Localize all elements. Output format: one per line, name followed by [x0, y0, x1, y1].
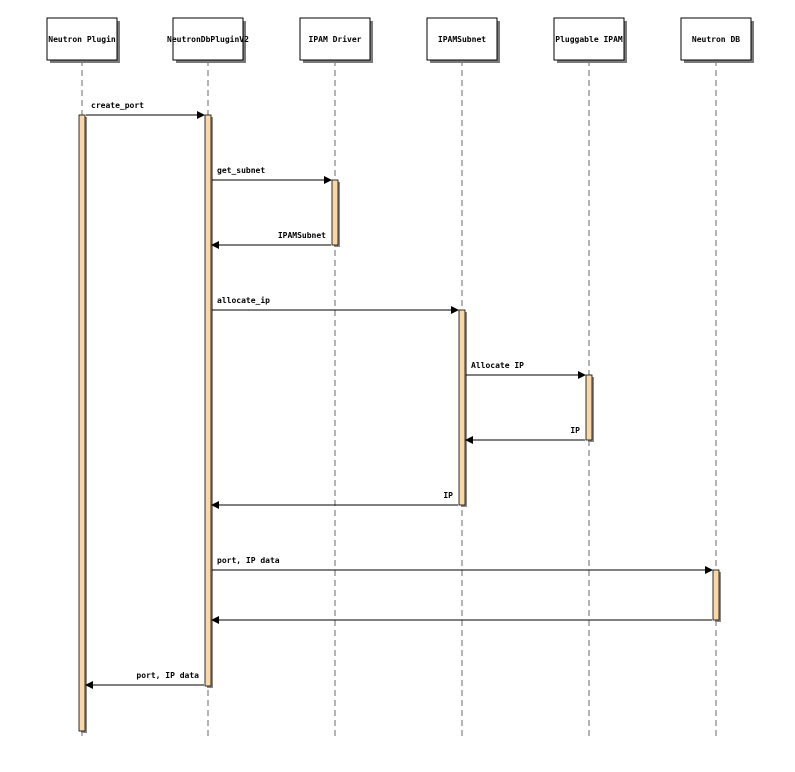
activation-neutron-plugin: [78, 114, 86, 732]
participant-ipam-driver: IPAM Driver: [299, 17, 373, 63]
message-3: allocate_ip: [212, 295, 459, 314]
message-label: Allocate IP: [471, 361, 524, 370]
participant-neutron-db-plugin-v2: NeutronDbPluginV2: [167, 17, 249, 63]
participant-box: [426, 17, 498, 61]
participant-box: [299, 17, 371, 61]
message-label: allocate_ip: [217, 295, 270, 305]
message-label: port, IP data: [217, 556, 280, 565]
participant-neutron-db: Neutron DB: [680, 17, 754, 63]
participant-pluggable-ipam: Pluggable IPAM: [553, 17, 627, 63]
participant-neutron-plugin: Neutron Plugin: [46, 17, 120, 63]
message-0: create_port: [86, 101, 205, 119]
participant-label: Neutron DB: [692, 35, 740, 44]
message-2: IPAMSubnet: [211, 231, 331, 249]
message-5: IP: [465, 426, 585, 444]
message-9: port, IP data: [85, 671, 204, 689]
participant-box: [553, 17, 625, 61]
activation-neutron-db-plugin-v2: [204, 114, 212, 687]
message-label: IPAMSubnet: [278, 231, 326, 240]
activation-ipam-subnet: [458, 309, 466, 506]
participant-label: Pluggable IPAM: [555, 35, 623, 44]
participant-label: IPAM Driver: [309, 34, 362, 44]
participant-box: [172, 17, 244, 61]
activation-ipam-driver: [331, 179, 339, 246]
activations: [78, 114, 721, 733]
participant-box: [46, 17, 118, 61]
message-label: get_subnet: [217, 166, 265, 175]
participant-ipam-subnet: IPAMSubnet: [426, 17, 500, 63]
message-label: IP: [570, 426, 580, 435]
message-7: port, IP data: [212, 556, 713, 574]
activation-pluggable-ipam: [585, 374, 593, 441]
participant-box: [680, 17, 752, 61]
message-label: IP: [443, 491, 453, 500]
lifelines: [81, 60, 717, 740]
participant-label: Neutron Plugin: [48, 34, 116, 44]
participant-label: IPAMSubnet: [438, 35, 486, 44]
message-1: get_subnet: [212, 166, 332, 184]
participants: Neutron Plugin NeutronDbPluginV2 IPAM Driv…: [46, 17, 754, 63]
message-label: create_port: [91, 101, 144, 110]
participant-label: NeutronDbPluginV2: [167, 34, 249, 44]
message-label: port, IP data: [136, 671, 199, 680]
message-4: Allocate IP: [466, 361, 586, 379]
activation-neutron-db: [712, 569, 720, 621]
message-6: IP: [211, 491, 458, 509]
